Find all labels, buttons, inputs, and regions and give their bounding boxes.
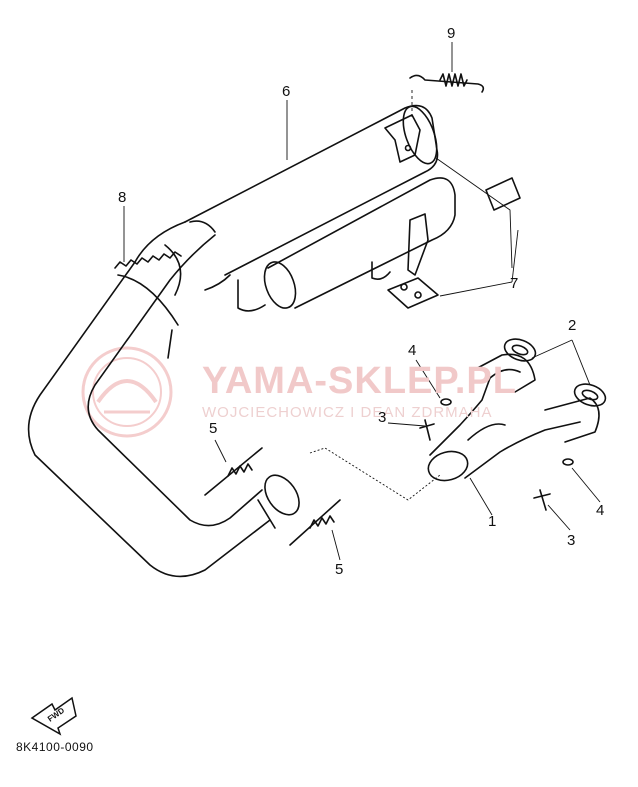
spring-left xyxy=(204,447,263,496)
callout-3-left: 3 xyxy=(378,409,387,426)
callout-2: 2 xyxy=(568,317,577,334)
fwd-arrow-icon: FWD xyxy=(30,696,77,736)
spring-right xyxy=(289,499,341,546)
exhaust-manifold xyxy=(427,353,600,482)
callout-6: 6 xyxy=(282,83,291,100)
leader-lines xyxy=(123,42,601,561)
washer-right xyxy=(562,458,574,466)
callout-1: 1 xyxy=(488,513,497,530)
callout-5-left: 5 xyxy=(209,420,218,437)
bolt-right xyxy=(533,489,551,511)
gasket-upper xyxy=(503,338,537,362)
bolt-left xyxy=(419,419,435,441)
callout-8: 8 xyxy=(118,189,127,206)
watermark-logo xyxy=(81,346,173,438)
callout-7: 7 xyxy=(510,275,519,292)
callout-4-left: 4 xyxy=(408,342,417,359)
watermark-subtitle: WOJCIECHOWICZ I DEAN ZDRMAHA xyxy=(202,404,493,421)
spring-top xyxy=(409,73,485,93)
gasket-lower xyxy=(573,383,607,407)
watermark-title: YAMA-SKLEP.PL xyxy=(202,360,517,402)
muffler-upper xyxy=(184,104,439,276)
exhaust-pipe xyxy=(27,221,271,578)
callout-5-right: 5 xyxy=(335,561,344,578)
muffler-bracket-top xyxy=(384,114,421,163)
diagram-code: 8K4100-0090 xyxy=(16,740,94,754)
fwd-label: FWD xyxy=(46,706,66,724)
washer-left xyxy=(440,398,452,406)
callout-4-right: 4 xyxy=(596,502,605,519)
heat-wrap xyxy=(114,251,182,359)
muffler-lower xyxy=(237,177,456,312)
rubber-damper xyxy=(485,177,521,211)
muffler-bracket-lower xyxy=(387,213,439,309)
callout-9: 9 xyxy=(447,25,456,42)
pipe-outlet xyxy=(257,474,300,529)
callout-3-right: 3 xyxy=(567,532,576,549)
